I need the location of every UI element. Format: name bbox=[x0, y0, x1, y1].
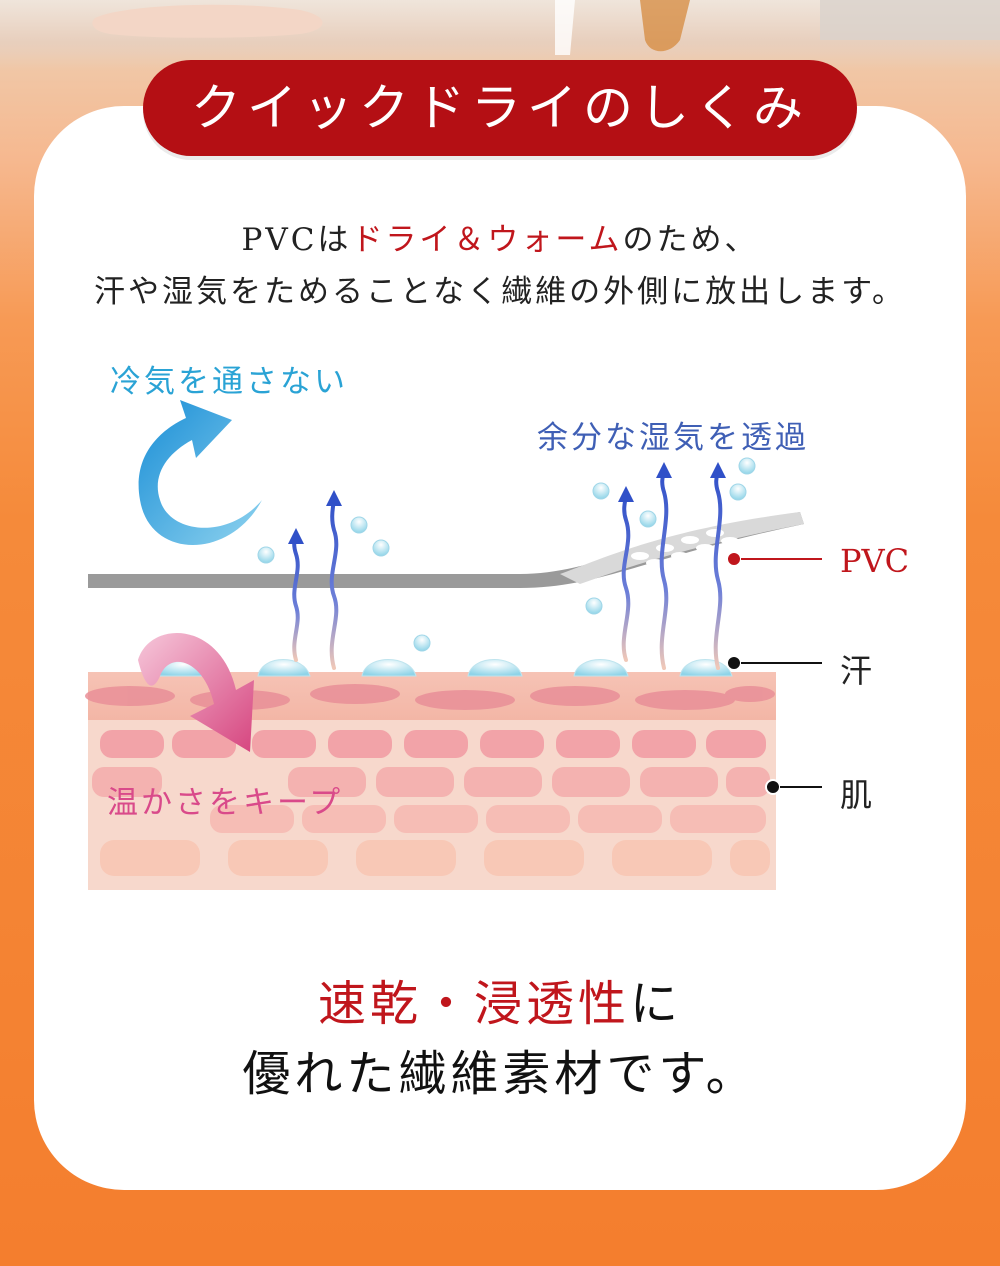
cool-air-arrow bbox=[138, 400, 262, 545]
closing-line-1: 速乾・浸透性に bbox=[0, 964, 1000, 1034]
intro-line-2: 汗や湿気をためることなく繊維の外側に放出します。 bbox=[94, 274, 906, 310]
callout-skin bbox=[765, 779, 822, 795]
pvc-layer bbox=[88, 512, 804, 588]
side-label-skin: 肌 bbox=[840, 776, 873, 814]
intro-highlight: ドライ＆ウォーム bbox=[351, 222, 623, 258]
label-moisture: 余分な湿気を透過 bbox=[537, 420, 809, 456]
intro-line-1: PVCはドライ＆ウォームのため、 bbox=[0, 214, 1000, 259]
callout-sweat bbox=[726, 655, 822, 671]
label-warmth: 温かさをキープ bbox=[107, 785, 344, 821]
warmth-arrow bbox=[138, 632, 254, 752]
side-label-pvc: PVC bbox=[840, 542, 910, 580]
label-cool-air: 冷気を通さない bbox=[110, 364, 348, 400]
vapor-arrows bbox=[292, 468, 723, 670]
quick-dry-diagram bbox=[85, 400, 822, 890]
side-label-sweat: 汗 bbox=[840, 652, 873, 690]
intro-text: PVCは bbox=[241, 222, 352, 258]
closing-line-2: 優れた繊維素材です。 bbox=[242, 1046, 758, 1102]
page-title: クイックドライのしくみ bbox=[191, 79, 809, 137]
moisture-drops bbox=[257, 457, 756, 652]
closing-highlight: 速乾・浸透性 bbox=[317, 976, 630, 1032]
top-photo-strip bbox=[0, 0, 1000, 70]
title-banner bbox=[143, 60, 857, 156]
vapor-arrowheads bbox=[288, 462, 726, 544]
closing-text: に bbox=[630, 976, 683, 1032]
feet-photo-fragment bbox=[92, 0, 1000, 55]
callout-pvc bbox=[726, 551, 822, 567]
intro-text: のため、 bbox=[622, 222, 759, 258]
